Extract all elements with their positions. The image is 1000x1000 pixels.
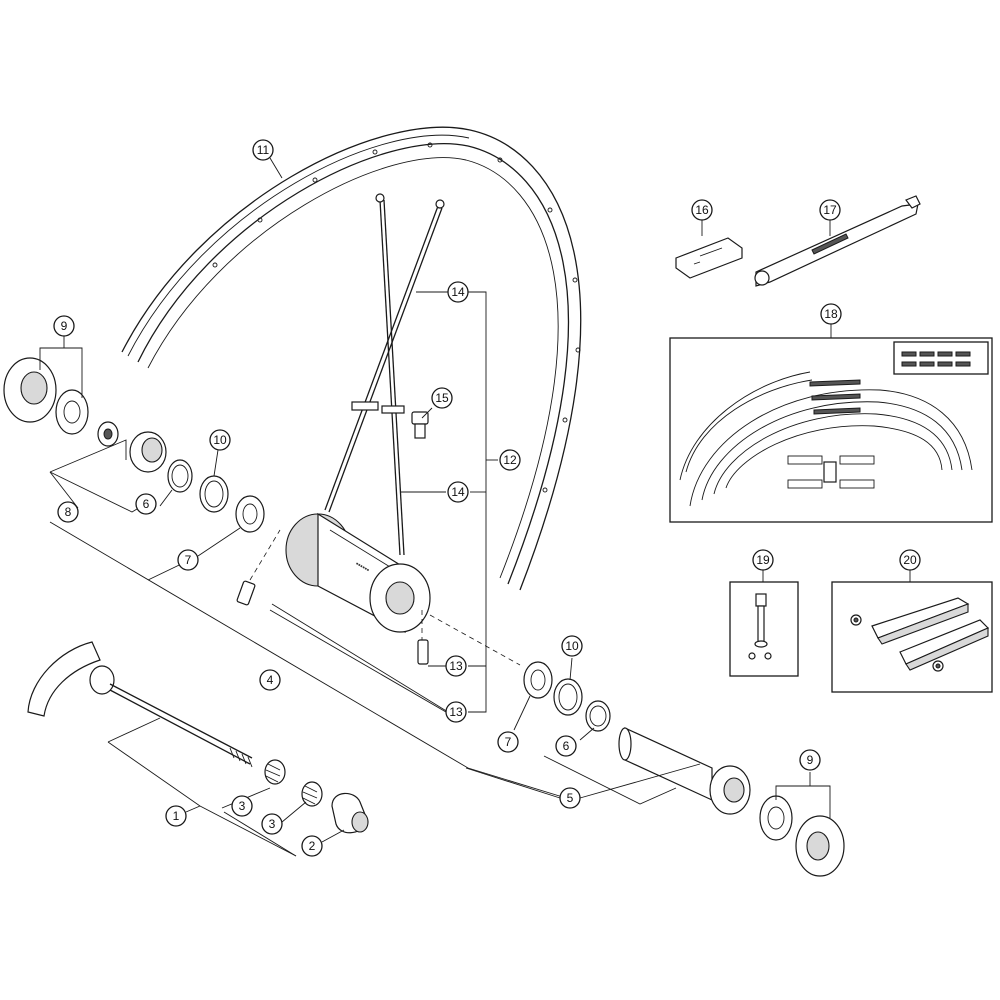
callout-9-right: 9 bbox=[799, 749, 821, 771]
lock-nut-right bbox=[759, 795, 793, 841]
spoke-head-2 bbox=[435, 199, 445, 209]
callout-label: 19 bbox=[756, 553, 770, 567]
callout-4: 4 bbox=[259, 669, 281, 691]
callout-label: 14 bbox=[451, 285, 465, 299]
callout-label: 16 bbox=[695, 203, 709, 217]
callout-12: 12 bbox=[499, 449, 521, 471]
callout-9-left: 9 bbox=[53, 315, 75, 337]
callout-8: 8 bbox=[57, 501, 79, 523]
callout-20: 20 bbox=[899, 549, 921, 571]
callout-6-right: 6 bbox=[555, 735, 577, 757]
lock-nut-left bbox=[55, 389, 89, 435]
flat-wrench-tool bbox=[754, 195, 921, 287]
seal-ring-right bbox=[585, 700, 611, 732]
spokes bbox=[324, 193, 445, 556]
callout-7-right: 7 bbox=[497, 731, 519, 753]
callout-label: 13 bbox=[449, 705, 463, 719]
callout-16: 16 bbox=[691, 199, 713, 221]
callout-2: 2 bbox=[301, 835, 323, 857]
callout-1: 1 bbox=[165, 805, 187, 827]
callout-label: 3 bbox=[269, 817, 276, 831]
hub-screw bbox=[236, 529, 281, 606]
callout-label: 10 bbox=[213, 433, 227, 447]
callout-label: 12 bbox=[503, 453, 517, 467]
callout-label: 10 bbox=[565, 639, 579, 653]
rim bbox=[121, 126, 582, 591]
callout-14-top: 14 bbox=[447, 281, 469, 303]
callout-label: 9 bbox=[61, 319, 68, 333]
callout-14-bottom: 14 bbox=[447, 481, 469, 503]
spoke-head-1 bbox=[375, 193, 385, 203]
callout-label: 6 bbox=[563, 739, 570, 753]
brake-pad-box bbox=[831, 581, 993, 693]
callout-label: 11 bbox=[257, 143, 270, 157]
spoke-clip bbox=[351, 401, 379, 411]
callout-17: 17 bbox=[819, 199, 841, 221]
callout-15: 15 bbox=[431, 387, 453, 409]
callout-13-top: 13 bbox=[445, 655, 467, 677]
cone-left bbox=[129, 431, 167, 473]
hub-body: ▪▪▪▪▪▪ bbox=[285, 512, 431, 633]
callout-18: 18 bbox=[820, 303, 842, 325]
nipple-part bbox=[411, 411, 429, 439]
callout-label: 15 bbox=[435, 391, 449, 405]
callout-13-bottom: 13 bbox=[445, 701, 467, 723]
nut-left bbox=[235, 495, 265, 533]
spring-2 bbox=[301, 781, 323, 807]
callout-label: 8 bbox=[65, 505, 72, 519]
callout-label: 5 bbox=[567, 791, 574, 805]
callout-3-top: 3 bbox=[231, 795, 253, 817]
callout-11: 11 bbox=[252, 139, 274, 161]
callout-label: 20 bbox=[903, 553, 917, 567]
valve-extender-box bbox=[729, 581, 799, 677]
hub-bolt bbox=[417, 610, 429, 665]
callout-label: 17 bbox=[823, 203, 837, 217]
quick-release-skewer bbox=[109, 683, 253, 768]
decal-set-box bbox=[669, 337, 993, 523]
callout-3-bottom: 3 bbox=[261, 813, 283, 835]
spring-1 bbox=[264, 759, 286, 785]
callout-label: 18 bbox=[824, 307, 838, 321]
spoke-wrench-tool bbox=[675, 237, 743, 279]
callout-label: 2 bbox=[309, 839, 316, 853]
callout-label: 14 bbox=[451, 485, 465, 499]
rotor-lockring-left bbox=[3, 357, 57, 423]
callout-label: 13 bbox=[449, 659, 463, 673]
nut-right bbox=[523, 661, 553, 699]
callout-label: 7 bbox=[185, 553, 192, 567]
hub-decal bbox=[787, 455, 875, 489]
bearing-cup-left bbox=[97, 421, 119, 447]
callout-label: 7 bbox=[505, 735, 512, 749]
callout-6-left: 6 bbox=[135, 493, 157, 515]
callout-10-right: 10 bbox=[561, 635, 583, 657]
quick-release-lever bbox=[27, 641, 115, 717]
adjusting-nut bbox=[331, 792, 369, 834]
callout-7-left: 7 bbox=[177, 549, 199, 571]
callout-label: 9 bbox=[807, 753, 814, 767]
callout-19: 19 bbox=[752, 549, 774, 571]
freehub-axle bbox=[618, 727, 751, 815]
callout-label: 4 bbox=[267, 673, 274, 687]
callout-5: 5 bbox=[559, 787, 581, 809]
callout-label: 6 bbox=[143, 497, 150, 511]
callout-label: 3 bbox=[239, 799, 246, 813]
callout-10-left: 10 bbox=[209, 429, 231, 451]
rim-decal-stripes bbox=[679, 371, 973, 507]
callout-label: 1 bbox=[173, 809, 180, 823]
